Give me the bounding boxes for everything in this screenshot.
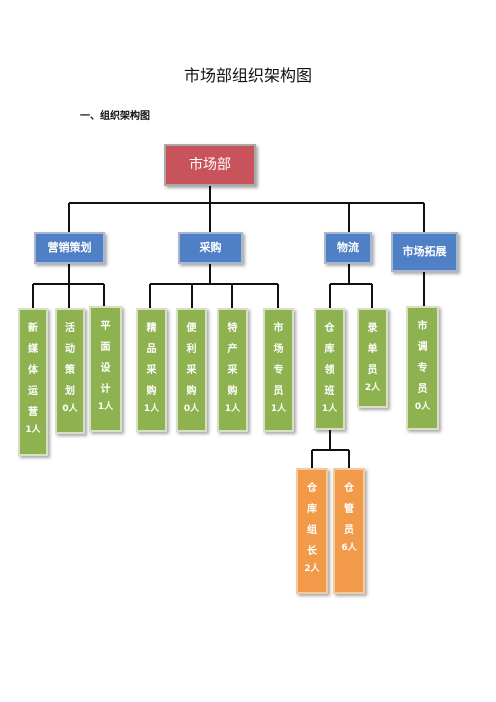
role-char: 设 (100, 363, 111, 374)
headcount: 6人 (341, 543, 357, 553)
role-char: 特 (227, 323, 238, 334)
role-char: 营 (28, 407, 38, 418)
role-char: 市 (417, 321, 428, 332)
section-heading: 一、组织架构图 (80, 111, 150, 122)
role-char: 体 (28, 365, 38, 376)
headcount: 1人 (224, 404, 241, 414)
role-char: 精 (146, 323, 157, 334)
role-char: 管 (344, 504, 354, 515)
role-char: 组 (307, 525, 317, 536)
role-char: 划 (65, 386, 75, 397)
role-char: 购 (146, 386, 157, 397)
role-premium-purchasing: 精 品 采 购 1人 (136, 308, 167, 432)
headcount: 1人 (25, 425, 41, 435)
role-data-entry-clerk: 录 单 员 2人 (357, 308, 388, 408)
role-char: 计 (100, 384, 111, 395)
role-char: 库 (324, 344, 335, 355)
role-convenience-purchasing: 便 利 采 购 0人 (176, 308, 207, 432)
dept-marketing-planning: 营销策划 (34, 232, 105, 264)
role-warehouse-keeper: 仓 管 员 6人 (333, 468, 365, 594)
chart-title: 市场部组织架构图 (183, 66, 312, 85)
role-char: 新 (28, 323, 38, 334)
role-char: 长 (307, 546, 317, 557)
role-char: 购 (186, 386, 197, 397)
role-char: 购 (227, 386, 238, 397)
role-event-planning: 活 动 策 划 0人 (55, 308, 85, 434)
headcount: 1人 (270, 404, 287, 414)
role-char: 调 (417, 342, 428, 353)
role-char: 市 (273, 323, 284, 334)
role-char: 专 (417, 363, 428, 374)
role-char: 仓 (344, 483, 354, 494)
role-char: 运 (28, 386, 38, 397)
role-char: 采 (186, 365, 197, 376)
role-char: 员 (417, 384, 428, 395)
root-node-market-dept: 市场部 (164, 144, 256, 186)
role-warehouse-team-leader: 仓 库 组 长 2人 (296, 468, 328, 594)
role-char: 专 (273, 365, 284, 376)
role-char: 员 (367, 365, 378, 376)
headcount: 1人 (143, 404, 160, 414)
role-new-media-ops: 新 媒 体 运 营 1人 (18, 308, 48, 456)
dept-market-expansion: 市场拓展 (391, 232, 458, 272)
headcount: 1人 (97, 402, 114, 412)
role-char: 品 (146, 344, 157, 355)
role-warehouse-foreman: 仓 库 领 班 1人 (314, 308, 345, 430)
role-char: 员 (344, 525, 354, 536)
role-market-specialist: 市 场 专 员 1人 (263, 308, 294, 432)
role-char: 利 (186, 344, 197, 355)
role-char: 媒 (28, 344, 38, 355)
role-market-research-specialist: 市 调 专 员 0人 (406, 306, 439, 430)
role-char: 面 (100, 342, 111, 353)
role-char: 领 (324, 365, 335, 376)
role-char: 策 (65, 365, 75, 376)
role-char: 录 (367, 323, 378, 334)
headcount: 2人 (364, 383, 381, 393)
headcount: 0人 (183, 404, 200, 414)
role-char: 仓 (307, 483, 317, 494)
role-char: 动 (65, 344, 75, 355)
role-specialty-purchasing: 特 产 采 购 1人 (217, 308, 248, 432)
role-char: 活 (65, 323, 75, 334)
dept-logistics: 物流 (324, 232, 372, 264)
role-char: 单 (367, 344, 378, 355)
headcount: 0人 (62, 404, 78, 414)
role-char: 便 (186, 323, 197, 334)
role-char: 产 (227, 344, 238, 355)
role-char: 员 (273, 386, 284, 397)
role-char: 库 (307, 504, 317, 515)
headcount: 1人 (321, 404, 338, 414)
role-char: 仓 (324, 323, 335, 334)
headcount: 0人 (414, 402, 431, 412)
role-char: 采 (146, 365, 157, 376)
role-char: 平 (100, 321, 111, 332)
role-char: 采 (227, 365, 238, 376)
role-char: 班 (324, 386, 335, 397)
dept-purchasing: 采购 (178, 232, 243, 264)
headcount: 2人 (304, 564, 320, 574)
role-char: 场 (273, 344, 284, 355)
role-graphic-design: 平 面 设 计 1人 (89, 306, 122, 432)
